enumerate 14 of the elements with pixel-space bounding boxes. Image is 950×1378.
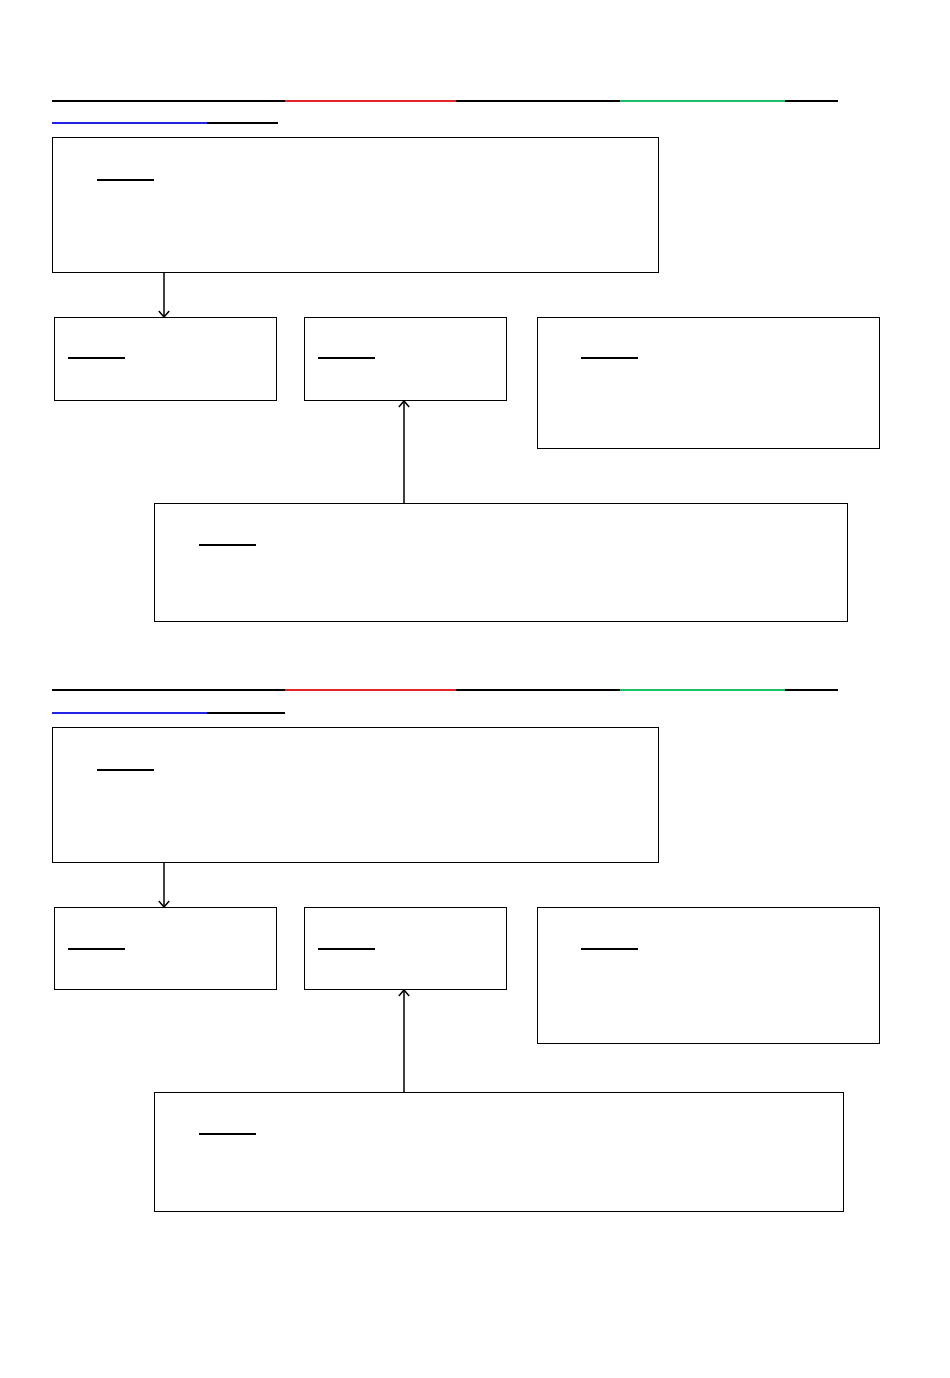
arrow [158,272,170,318]
arrow [398,400,410,504]
writing-box [54,317,277,401]
writing-box [154,503,848,622]
writing-box [537,907,880,1044]
writing-box [52,137,659,273]
arrow [158,862,170,908]
writing-box [537,317,880,449]
writing-box [304,317,507,401]
writing-box [52,727,659,863]
writing-box [154,1092,844,1212]
writing-box [54,907,277,990]
arrow [398,989,410,1093]
writing-box [304,907,507,990]
